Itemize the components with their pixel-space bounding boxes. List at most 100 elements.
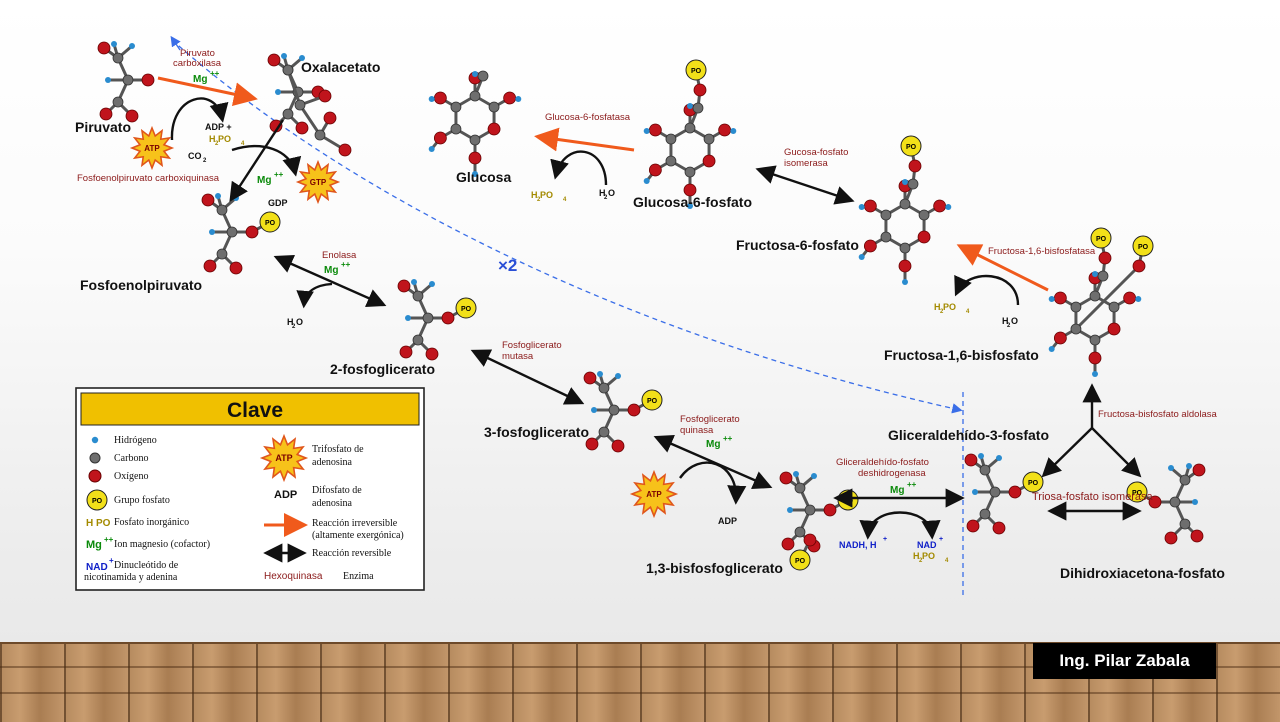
svg-text:Mg: Mg (257, 175, 271, 186)
key-oxigeno: Oxígeno (114, 471, 148, 482)
enzyme-piruvato-carboxilasa-2: carboxilasa (173, 58, 222, 69)
svg-text:PO: PO (461, 306, 472, 313)
key-hexoquinasa: Hexoquinasa (264, 571, 323, 582)
inorganic-phosphate-symbol: H PO (86, 518, 111, 529)
reversible-arrow-isomerasa (755, 165, 855, 205)
svg-text:H PO: H PO (209, 134, 231, 144)
key-hidrogeno: Hidrógeno (114, 435, 157, 446)
label-fructosa-6-fosfato: Fructosa-6-fosfato (736, 237, 859, 253)
svg-text:H O: H O (1002, 316, 1018, 326)
svg-text:4: 4 (563, 197, 567, 203)
enzyme-aldolasa: Fructosa-bisfosfato aldolasa (1098, 409, 1218, 420)
curved-arrow-enolasa (296, 282, 333, 309)
svg-text:NAD: NAD (917, 540, 937, 550)
gliceraldehido-3-fosfato-molecule: PO (964, 453, 1044, 535)
label-3-fosfoglicerato: 3-fosfoglicerato (484, 424, 589, 440)
label-oxalacetato: Oxalacetato (301, 59, 380, 75)
svg-text:4: 4 (966, 309, 970, 315)
key-dinucleotido-2: nicotinamida y adenina (84, 572, 178, 583)
dashed-x2-line (171, 39, 963, 414)
2-fosfoglicerato-molecule: PO (397, 279, 477, 361)
svg-text:+: + (109, 556, 114, 565)
curved-arrow-glucosa-6-fosfatasa (550, 150, 608, 186)
key-title: Clave (227, 399, 283, 422)
label-dihidroxiacetona-fosfato: Dihidroxiacetona-fosfato (1060, 565, 1225, 581)
gtp-starburst: GTP (295, 159, 341, 205)
svg-text:4: 4 (945, 558, 949, 564)
multiplier-x2: ×2 (498, 256, 517, 275)
curved-arrow-quinasa (679, 461, 747, 505)
key-irreversible-1: Reacción irreversible (312, 518, 398, 529)
enzyme-mutasa-2: mutasa (502, 351, 534, 362)
svg-text:PO: PO (1132, 490, 1143, 497)
svg-text:PO: PO (1096, 236, 1107, 243)
enzyme-glucosa-6-fosfatasa: Glucosa-6-fosfatasa (545, 112, 631, 123)
3-fosfoglicerato-molecule: PO (583, 371, 663, 453)
svg-text:++: ++ (341, 260, 351, 269)
svg-text:PO: PO (647, 398, 658, 405)
svg-text:PO: PO (92, 498, 103, 505)
label-glucosa: Glucosa (456, 169, 511, 185)
svg-text:PO: PO (691, 68, 702, 75)
mg-cofactor-4: Mg++ (706, 434, 733, 450)
enzyme-mutasa-1: Fosfoglicerato (502, 340, 562, 351)
enzyme-quinasa-1: Fosfoglicerato (680, 414, 740, 425)
svg-text:++: ++ (104, 535, 114, 544)
fosfoenolpiruvato-molecule: PO (201, 193, 281, 275)
arrow-oxalacetato-to-pep (229, 119, 285, 203)
svg-text:H O: H O (599, 188, 615, 198)
label-gliceraldehido-3-fosfato: Gliceraldehído-3-fosfato (888, 427, 1049, 443)
enzyme-quinasa-2: quinasa (680, 425, 714, 436)
enzyme-gapdh-1: Gliceraldehído-fosfato (836, 457, 929, 468)
svg-text:++: ++ (723, 434, 733, 443)
enzyme-gapdh-2: deshidrogenasa (858, 468, 926, 479)
key-dinucleotido-1: Dinucleótido de (114, 560, 179, 571)
svg-text:4: 4 (241, 141, 245, 147)
enzyme-pepck: Fosfoenolpiruvato carboxiquinasa (77, 173, 220, 184)
key-trifosfato-1: Trifosfato de (312, 444, 364, 455)
author-badge: Ing. Pilar Zabala (1033, 643, 1216, 679)
key-ion-magnesio: Ion magnesio (cofactor) (114, 539, 210, 550)
piruvato-molecule (97, 41, 155, 123)
enzyme-tpi: Triosa-fosfato isomerasa (1032, 491, 1154, 503)
mg-cofactor-3: Mg++ (324, 260, 351, 276)
h2o-label-2: H O2 (599, 188, 615, 201)
key-fosfato-inorganico: Fosfato inorgánico (114, 517, 189, 528)
enzyme-fructosa-bisfosfatasa: Fructosa-1,6-bisfosfatasa (988, 246, 1096, 257)
svg-text:++: ++ (274, 170, 284, 179)
gdp-label: GDP (268, 198, 288, 208)
enzyme-piruvato-carboxilasa-1: Piruvato (180, 48, 215, 59)
mg-cofactor-5: Mg++ (890, 480, 917, 496)
key-carbono: Carbono (114, 453, 148, 464)
svg-text:PO: PO (906, 144, 917, 151)
svg-text:Mg: Mg (324, 265, 338, 276)
adp-plus-label: ADP + (205, 122, 232, 132)
svg-text:ATP: ATP (275, 453, 292, 463)
dashed-x2-start-arrow (170, 35, 181, 51)
svg-text:H PO: H PO (934, 302, 956, 312)
enzyme-isomerasa-1: Gucosa-fosfato (784, 147, 848, 158)
svg-text:2: 2 (604, 195, 608, 201)
svg-text:PO: PO (265, 220, 276, 227)
reversible-arrow-quinasa (653, 434, 773, 490)
svg-text:GTP: GTP (310, 178, 327, 187)
curved-arrow-fructosa-bisfosfatasa (954, 274, 1020, 306)
h2o-label-1: H O2 (287, 317, 303, 330)
svg-text:+: + (939, 536, 943, 543)
label-piruvato: Piruvato (75, 119, 131, 135)
adp-symbol: ADP (274, 489, 297, 501)
irreversible-arrow-fructosa-bisfosfatasa (956, 244, 1049, 292)
svg-text:2: 2 (292, 324, 296, 330)
svg-text:++: ++ (210, 69, 220, 78)
fructosa-6-fosfato-molecule: PO (858, 135, 952, 285)
svg-text:H PO: H PO (531, 190, 553, 200)
label-1-3-bisfosfoglicerato: 1,3-bisfosfoglicerato (646, 560, 783, 576)
svg-text:+: + (883, 536, 887, 543)
label-fructosa-1-6-bisfosfato: Fructosa-1,6-bisfosfato (884, 347, 1039, 363)
